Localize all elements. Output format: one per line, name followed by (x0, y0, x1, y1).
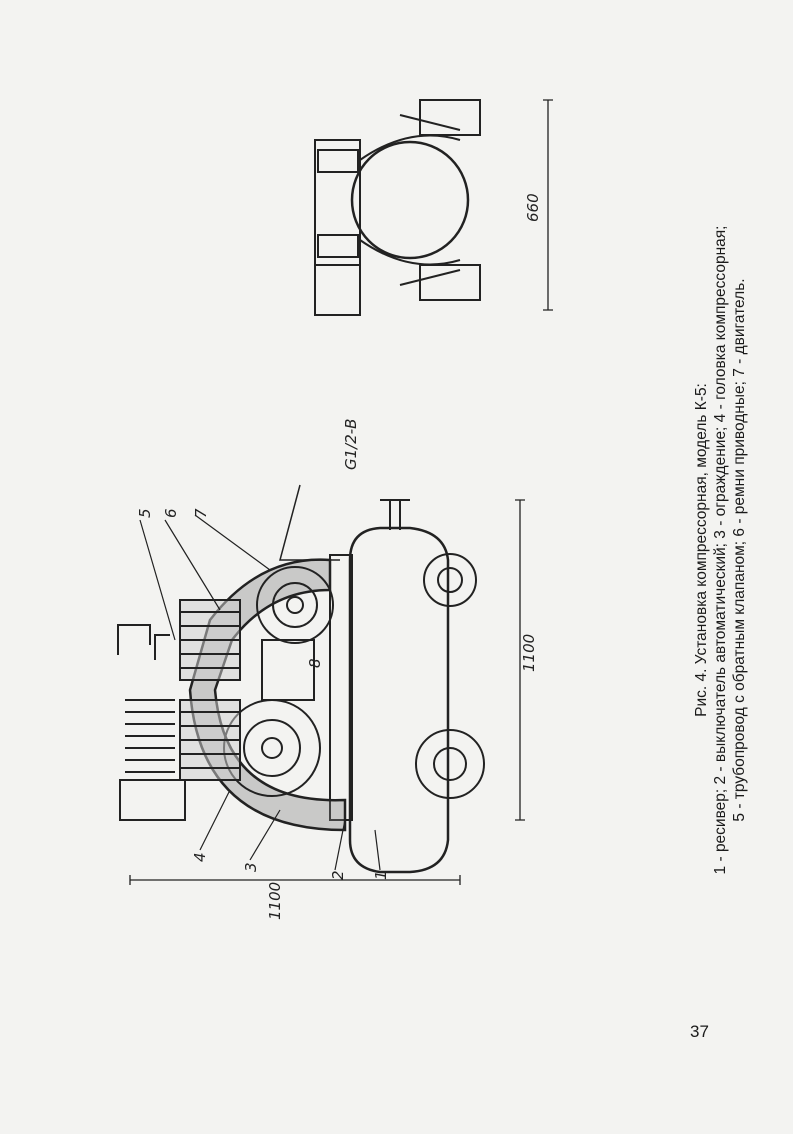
wheel-rear (423, 553, 477, 607)
caption-legend-line-2: 5 - трубопровод с обратным клапаном; 6 -… (731, 278, 748, 822)
dim-length (515, 499, 525, 821)
callout-8: 8 (306, 658, 324, 668)
caption-title: Рис. 4. Установка компрессорная, модель … (693, 383, 710, 717)
receiver-tank-shape (348, 526, 450, 874)
fitting-label: G1/2-B (342, 419, 360, 470)
wheel-front (415, 729, 485, 799)
end-view-receiver (350, 140, 470, 260)
pipe-shape (117, 624, 170, 660)
figure-caption: Рис. 4. Установка компрессорная, модель … (692, 100, 749, 1000)
callout-7: 7 (192, 508, 210, 518)
callout-6: 6 (162, 508, 180, 518)
dimension-height-label: 1100 (266, 882, 284, 920)
callout-3: 3 (242, 862, 260, 872)
callout-4: 4 (191, 852, 209, 862)
callout-1: 1 (372, 870, 390, 880)
dimension-length-label: 1100 (520, 634, 538, 672)
dimension-width-label: 660 (524, 193, 542, 222)
callout-2: 2 (329, 870, 347, 880)
switch-shape (261, 639, 315, 701)
motor-shape (256, 566, 334, 644)
callout-5: 5 (136, 508, 154, 518)
dim-height (129, 875, 461, 885)
page-number: 37 (690, 1022, 709, 1041)
frame-shape (329, 554, 353, 821)
caption-legend-line-1: 1 - ресивер; 2 - выключатель автоматичес… (712, 225, 729, 875)
dim-width (543, 99, 553, 311)
